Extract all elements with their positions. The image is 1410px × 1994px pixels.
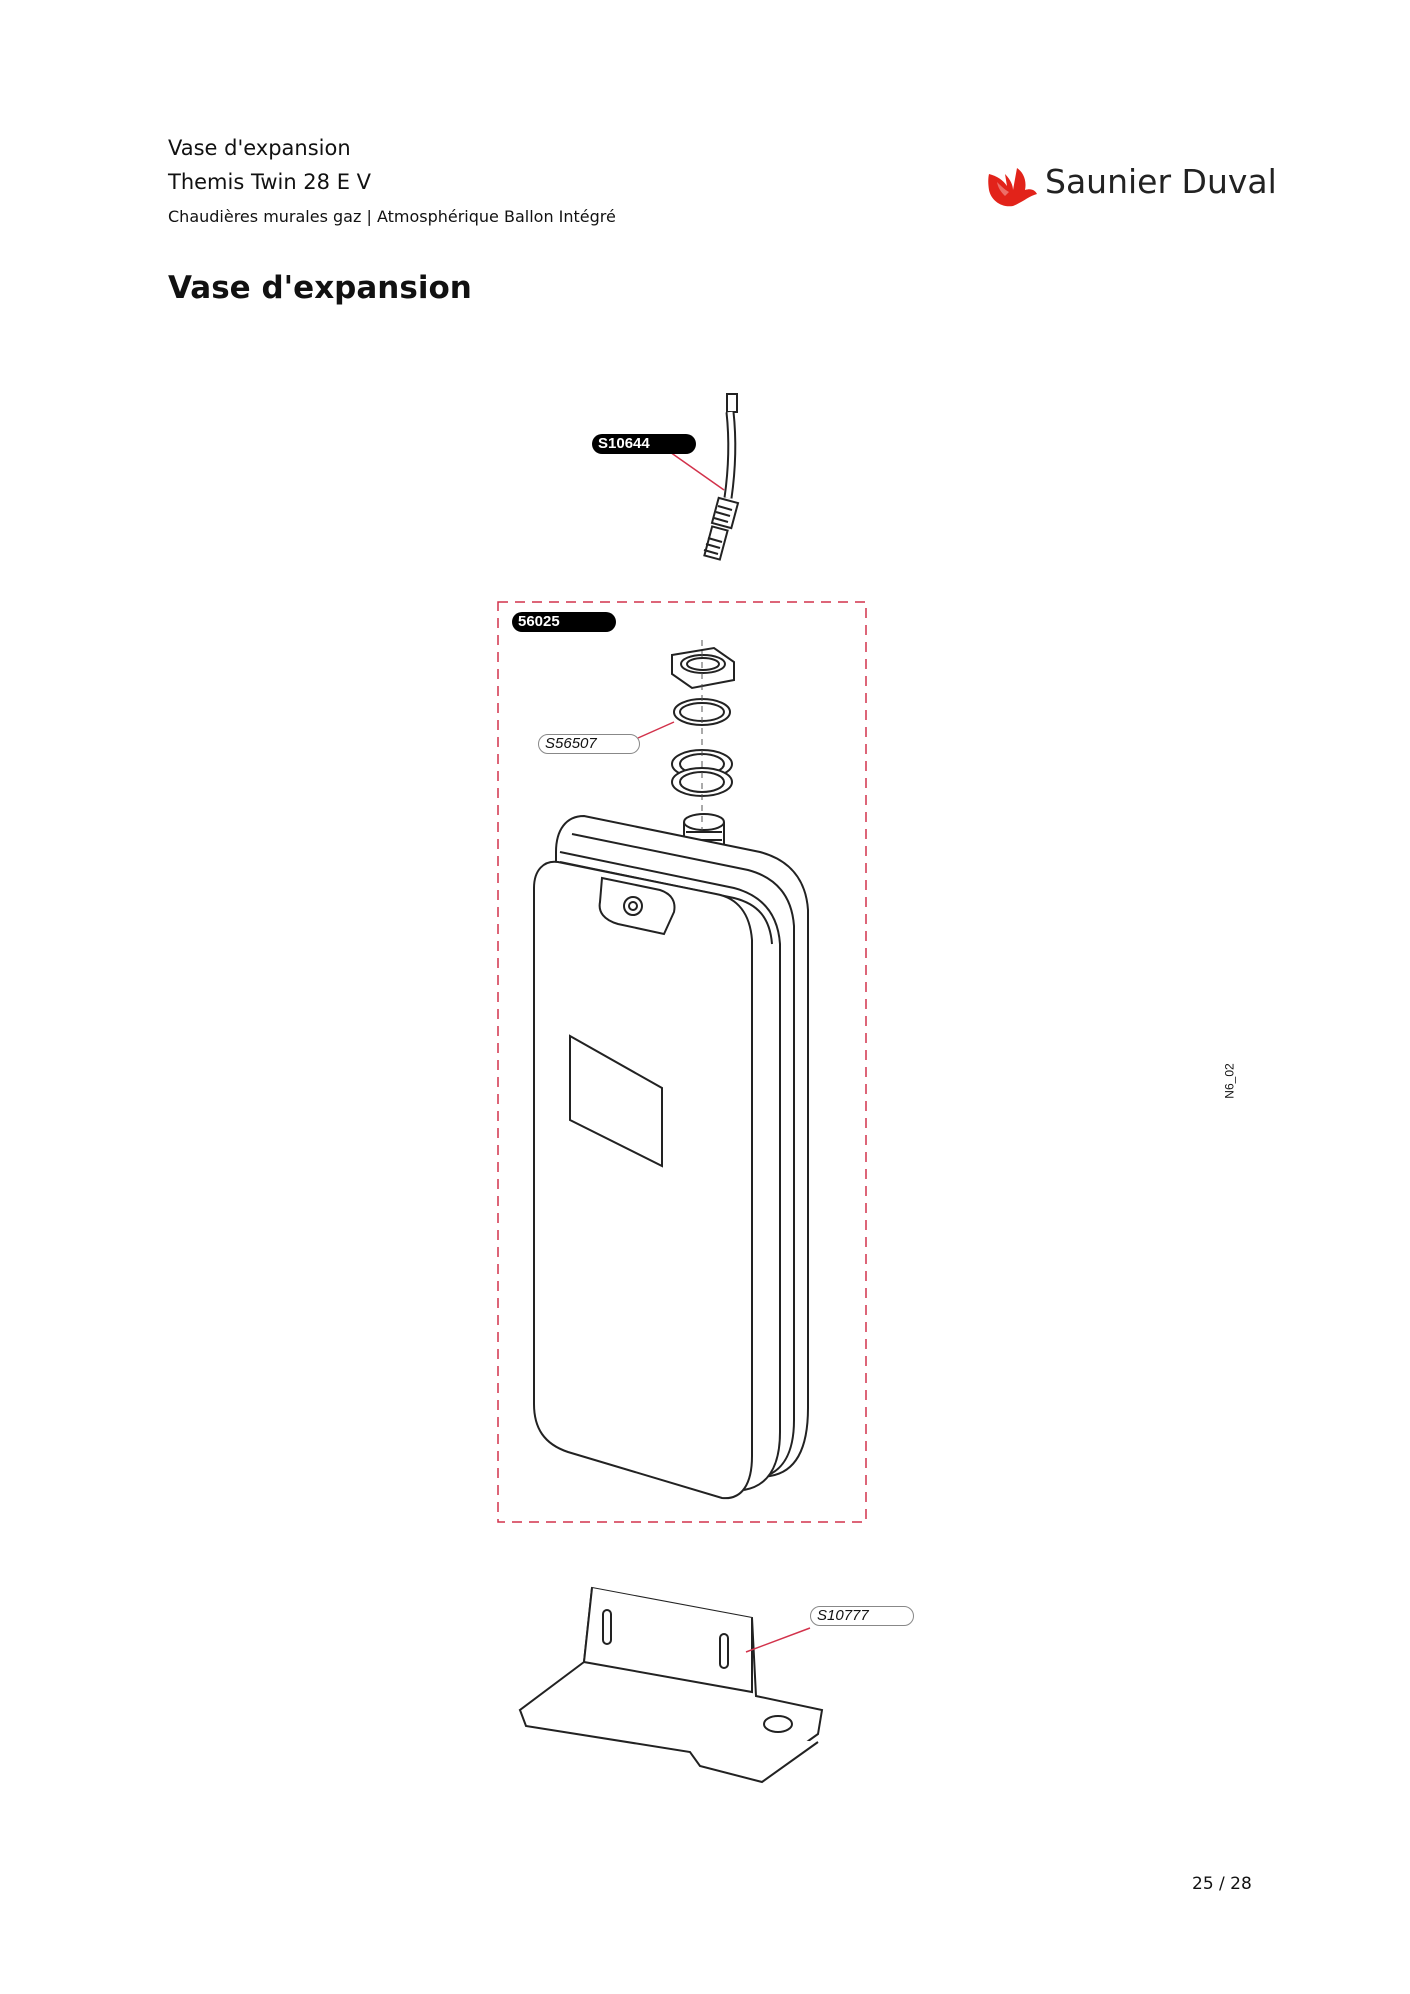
part-label-s56507: S56507 (538, 734, 640, 754)
kit-56025-border (497, 601, 867, 1523)
part-label-s10644: S10644 (592, 434, 696, 454)
header-product-name: Themis Twin 28 E V (168, 170, 372, 194)
brand-name: Saunier Duval (1045, 162, 1277, 201)
diagram-reference-code: N6_02 (1222, 1062, 1246, 1106)
diagram-reference-text: N6_02 (1222, 1063, 1237, 1099)
part-label-56025: 56025 (512, 612, 616, 632)
expansion-tank-drawing (533, 814, 809, 1500)
brand-logo: Saunier Duval (983, 160, 1277, 210)
part-label-s10777: S10777 (810, 1606, 914, 1626)
page-title: Vase d'expansion (168, 270, 472, 306)
bird-logo-icon (988, 168, 1037, 207)
capillary-hose-drawing (703, 393, 740, 561)
mounting-bracket-drawing (518, 1586, 824, 1784)
header-section-label: Vase d'expansion (168, 136, 351, 160)
header-category: Chaudières murales gaz | Atmosphérique B… (168, 207, 616, 226)
page-number: 25 / 28 (1192, 1874, 1252, 1894)
fitting-parts-drawing (671, 646, 735, 859)
